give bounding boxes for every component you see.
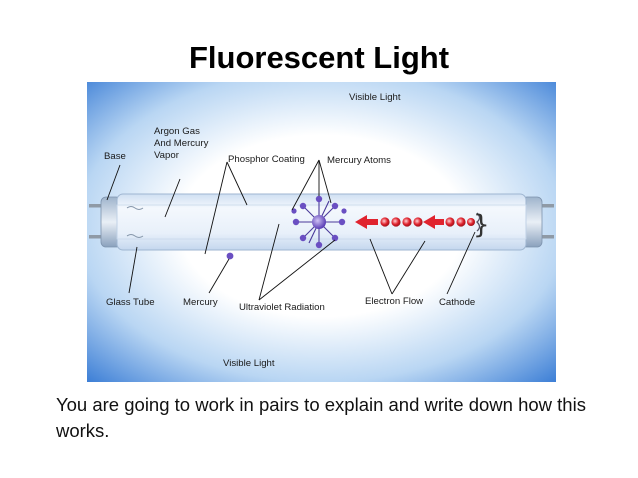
label-base: Base [104, 151, 126, 162]
cathode-filament [476, 212, 481, 232]
label-glass-tube: Glass Tube [106, 297, 155, 308]
pointer-lines [106, 159, 476, 301]
electron-flow-particles [355, 215, 475, 229]
fluorescent-light-diagram: } [87, 82, 556, 382]
mercury-droplet [226, 252, 234, 260]
label-phosphor-coating: Phosphor Coating [228, 154, 305, 165]
label-argon-gas-line1: Argon Gas [154, 126, 200, 137]
label-mercury: Mercury [183, 297, 218, 308]
right-base-pins [540, 204, 554, 239]
cathode-bracket: } [473, 210, 490, 240]
label-visible-light-top: Visible Light [349, 92, 401, 103]
label-argon-gas-line2: And Mercury [154, 138, 209, 149]
mercury-atom-burst [291, 195, 347, 249]
left-base-pins [89, 204, 103, 239]
label-electron-flow: Electron Flow [365, 296, 423, 307]
label-argon-gas-line3: Vapor [154, 150, 180, 161]
tube-inner-wall [116, 204, 527, 240]
slide-title: Fluorescent Light [188, 40, 450, 75]
diagram-canvas: } [87, 82, 556, 382]
instruction-caption: You are going to work in pairs to explai… [56, 394, 586, 441]
label-ultraviolet-radiation: Ultraviolet Radiation [239, 302, 325, 313]
left-filament [126, 206, 144, 238]
label-cathode: Cathode [439, 297, 475, 308]
label-mercury-atoms: Mercury Atoms [327, 155, 391, 166]
label-visible-light-bottom: Visible Light [223, 358, 275, 369]
